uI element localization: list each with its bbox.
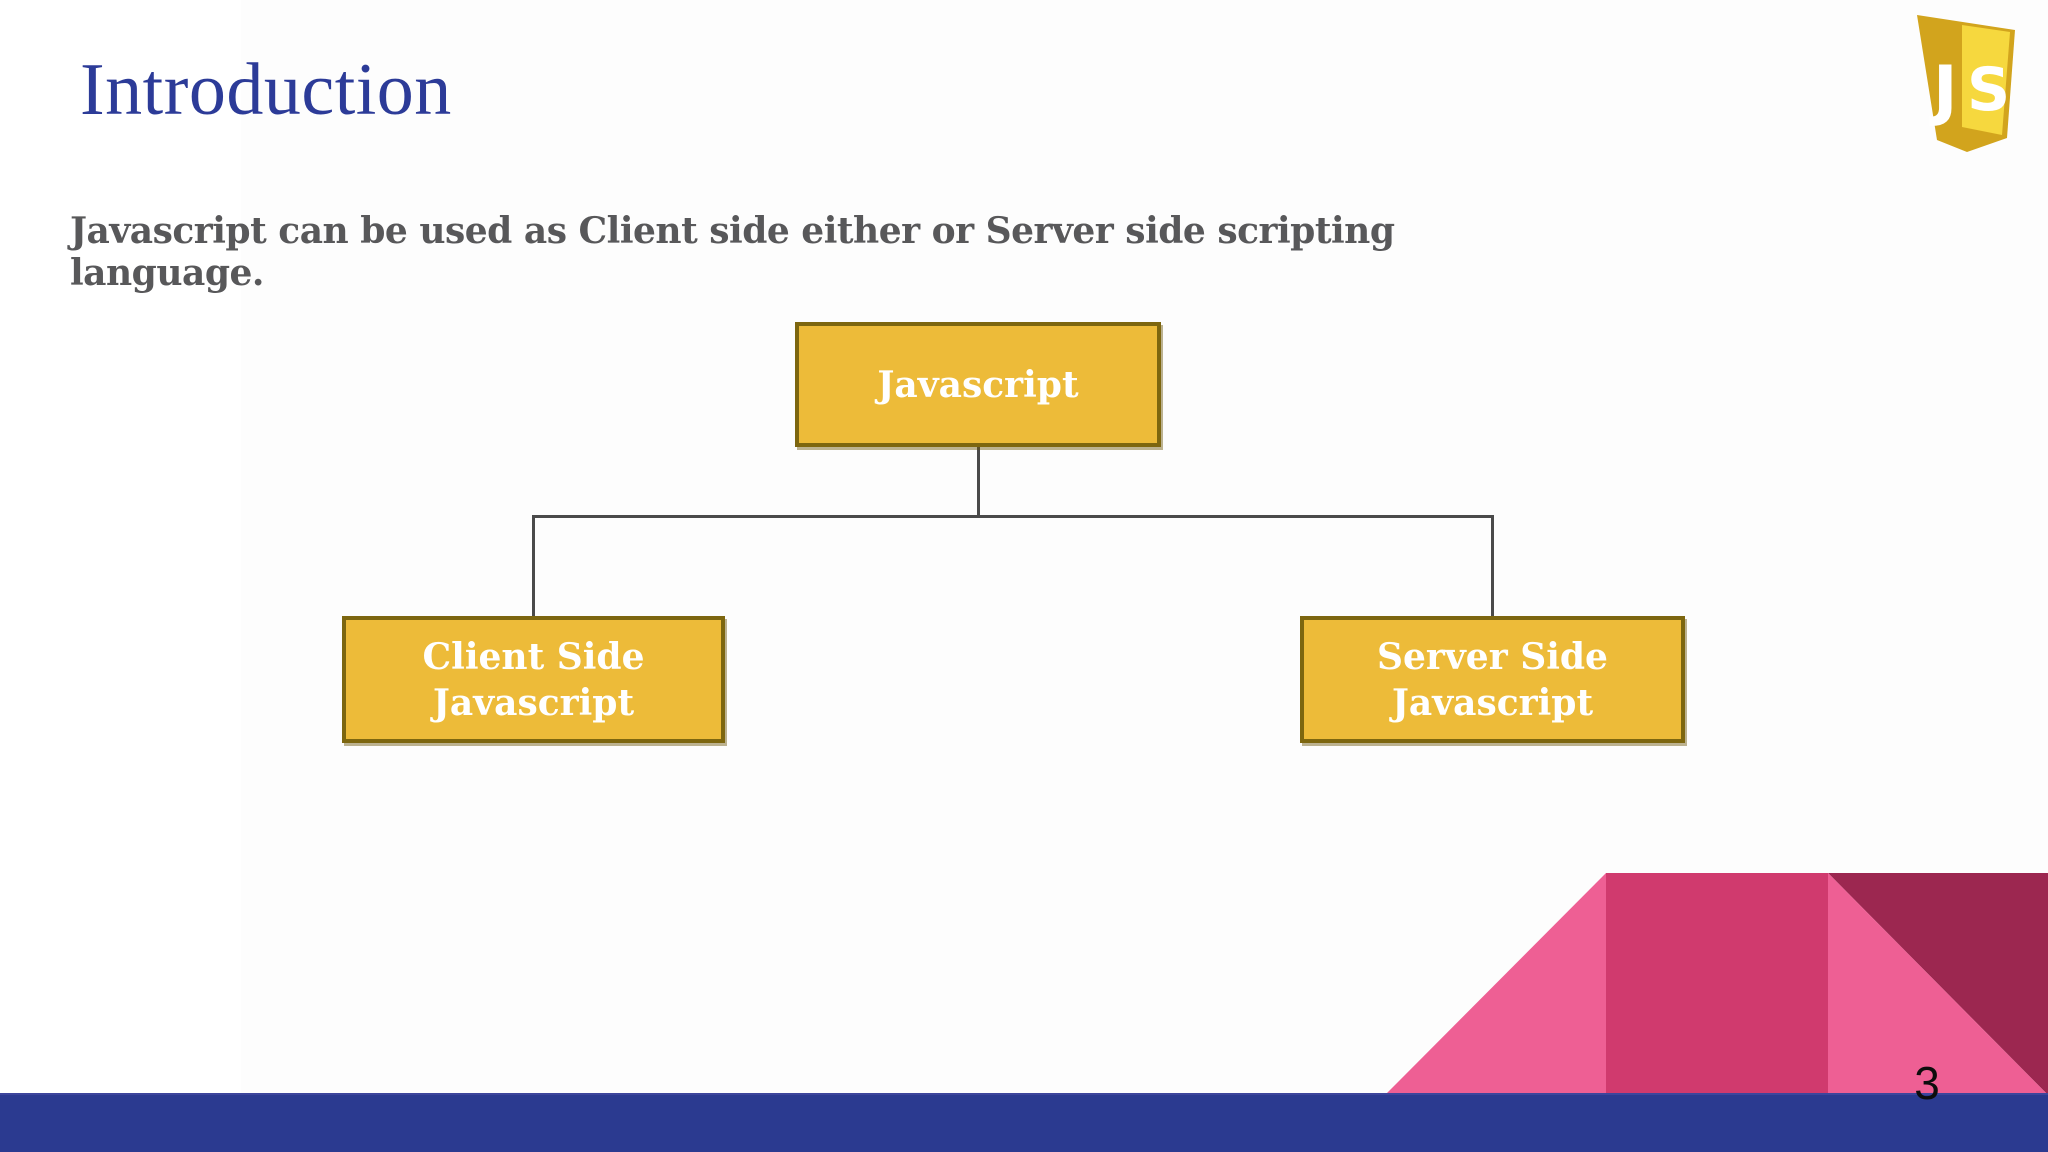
connector-left-drop: [532, 515, 535, 616]
node-label-line2: Javascript: [432, 681, 635, 724]
node-label-line2: Javascript: [1391, 681, 1594, 724]
connector-right-drop: [1491, 515, 1494, 616]
node-label-line1: Server Side: [1377, 635, 1608, 678]
node-label: Server Side Javascript: [1377, 634, 1608, 726]
dark-pink-rect: [1606, 873, 1828, 1095]
footer-bar: [0, 1093, 2048, 1152]
connector-root-drop: [977, 447, 980, 517]
node-label: Javascript: [877, 363, 1079, 406]
page-title: Introduction: [80, 49, 452, 131]
node-label: Client Side Javascript: [423, 634, 645, 726]
diagram-node-javascript: Javascript: [795, 322, 1161, 447]
page-number: 3: [1914, 1057, 1940, 1109]
connector-horizontal: [532, 515, 1494, 518]
logo-panel: [1962, 25, 2010, 135]
javascript-logo-icon: J S: [1917, 15, 2015, 152]
logo-letter-j: J: [1929, 52, 1958, 129]
diagram-node-client-side: Client Side Javascript: [342, 616, 725, 743]
slide-subtitle: Javascript can be used as Client side ei…: [70, 210, 1395, 294]
logo-letter-s: S: [1967, 55, 2010, 125]
corner-decoration: [1387, 873, 2048, 1095]
pink-left-triangle: [1387, 873, 1606, 1095]
pink-right-triangle: [1828, 873, 2048, 1095]
background-strip: [0, 0, 241, 1152]
diagram-node-server-side: Server Side Javascript: [1300, 616, 1685, 743]
node-label-line1: Client Side: [422, 635, 645, 678]
